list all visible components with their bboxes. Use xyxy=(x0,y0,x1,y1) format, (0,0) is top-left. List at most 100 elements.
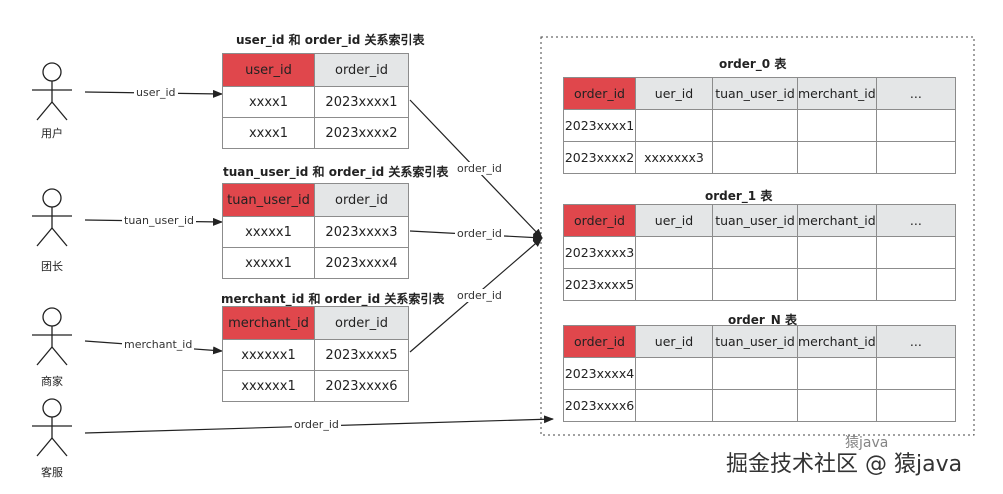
actor-leader-figure xyxy=(32,188,72,247)
order-table-n-header: tuan_user_id xyxy=(712,325,798,358)
order-table-cell xyxy=(712,389,798,422)
table-row: xxxx1 2023xxxx1 xyxy=(222,86,409,118)
watermark: 掘金技术社区 @ 猿java xyxy=(726,452,963,477)
index-table-cell: xxxxxx1 xyxy=(222,339,315,371)
edge-label-tuan-user-id: tuan_user_id xyxy=(122,214,197,227)
index-table-3-title: merchant_id 和 order_id 关系索引表 xyxy=(221,292,445,306)
index-table-cell: xxxxx1 xyxy=(222,247,315,279)
index-table-cell: 2023xxxx1 xyxy=(314,86,409,118)
shard-group-boundary xyxy=(540,36,975,436)
index-table-3-key-header: merchant_id xyxy=(222,306,315,340)
order-table-cell xyxy=(875,389,957,422)
edge-label-merchant-id: merchant_id xyxy=(122,338,195,351)
edge-label-order-id-1: order_id xyxy=(455,162,504,175)
order-table-0-header: uer_id xyxy=(635,77,713,110)
table-row: 2023xxxx3 xyxy=(563,236,957,269)
index-table-cell: xxxxxx1 xyxy=(222,370,315,402)
order-table-cell: 2023xxxx5 xyxy=(563,268,636,301)
order-table-0: order_id uer_id tuan_user_id merchant_id… xyxy=(563,77,957,174)
order-table-0-header: ... xyxy=(875,77,957,110)
order-table-1: order_id uer_id tuan_user_id merchant_id… xyxy=(563,204,957,301)
order-table-1-header: merchant_id xyxy=(797,204,877,237)
order-table-n-header: ... xyxy=(875,325,957,358)
table-row: xxxx1 2023xxxx2 xyxy=(222,117,409,149)
order-table-cell xyxy=(712,236,798,269)
edge-label-user-id: user_id xyxy=(134,86,178,99)
index-table-cell: 2023xxxx2 xyxy=(314,117,409,149)
actor-service-figure xyxy=(32,398,72,457)
order-table-1-header: tuan_user_id xyxy=(712,204,798,237)
order-table-n-title: order_N 表 xyxy=(728,313,798,327)
order-table-cell xyxy=(875,109,957,142)
order-table-cell xyxy=(797,109,877,142)
index-table-cell: 2023xxxx5 xyxy=(314,339,409,371)
order-table-cell xyxy=(712,268,798,301)
index-table-1-header: order_id xyxy=(314,53,409,87)
order-table-cell xyxy=(875,357,957,390)
table-row: xxxxx1 2023xxxx4 xyxy=(222,247,409,279)
order-table-cell: 2023xxxx4 xyxy=(563,357,636,390)
order-table-cell xyxy=(797,389,877,422)
order-table-cell xyxy=(712,141,798,174)
table-row: 2023xxxx1 xyxy=(563,109,957,142)
actor-service-label: 客服 xyxy=(41,466,63,479)
actor-merchant-label: 商家 xyxy=(41,375,63,388)
order-table-cell xyxy=(712,109,798,142)
table-row: xxxxxx1 2023xxxx6 xyxy=(222,370,409,402)
table-row: 2023xxxx5 xyxy=(563,268,957,301)
order-table-n-header: uer_id xyxy=(635,325,713,358)
index-table-2-header: order_id xyxy=(314,183,409,217)
order-table-0-key-header: order_id xyxy=(563,77,636,110)
table-row: 2023xxxx2 xxxxxxx3 xyxy=(563,141,957,174)
order-table-0-title: order_0 表 xyxy=(719,57,787,71)
index-table-1-title: user_id 和 order_id 关系索引表 xyxy=(236,33,425,47)
order-table-cell: 2023xxxx6 xyxy=(563,389,636,422)
order-table-cell xyxy=(635,389,713,422)
index-table-2-title: tuan_user_id 和 order_id 关系索引表 xyxy=(223,165,449,179)
index-table-2-key-header: tuan_user_id xyxy=(222,183,315,217)
index-table-cell: 2023xxxx4 xyxy=(314,247,409,279)
order-table-cell xyxy=(875,268,957,301)
order-table-cell xyxy=(797,141,877,174)
edge-label-order-id-2: order_id xyxy=(455,227,504,240)
order-table-cell xyxy=(635,236,713,269)
order-table-cell xyxy=(797,357,877,390)
table-row: xxxxx1 2023xxxx3 xyxy=(222,216,409,248)
edge-label-order-id-3: order_id xyxy=(455,289,504,302)
order-table-1-key-header: order_id xyxy=(563,204,636,237)
order-table-cell xyxy=(797,236,877,269)
watermark-secondary: 猿java xyxy=(845,435,889,451)
index-table-3-header: order_id xyxy=(314,306,409,340)
order-table-0-header: tuan_user_id xyxy=(712,77,798,110)
order-table-cell xyxy=(635,268,713,301)
table-row: xxxxxx1 2023xxxx5 xyxy=(222,339,409,371)
actor-user-figure xyxy=(32,62,72,121)
index-table-cell: xxxx1 xyxy=(222,117,315,149)
order-table-cell: xxxxxxx3 xyxy=(635,141,713,174)
table-row: 2023xxxx6 xyxy=(563,389,957,422)
order-table-cell: 2023xxxx3 xyxy=(563,236,636,269)
order-table-cell xyxy=(797,268,877,301)
order-table-cell xyxy=(712,357,798,390)
order-table-0-header: merchant_id xyxy=(797,77,877,110)
order-table-cell: 2023xxxx1 xyxy=(563,109,636,142)
order-table-1-header: ... xyxy=(875,204,957,237)
order-table-n-header: merchant_id xyxy=(797,325,877,358)
actor-merchant-figure xyxy=(32,307,72,366)
index-table-3: merchant_id order_id xxxxxx1 2023xxxx5 x… xyxy=(222,306,409,402)
order-table-cell xyxy=(875,236,957,269)
order-table-1-header: uer_id xyxy=(635,204,713,237)
order-table-n: order_id uer_id tuan_user_id merchant_id… xyxy=(563,325,957,422)
order-table-cell xyxy=(635,109,713,142)
order-table-cell xyxy=(635,357,713,390)
index-table-2: tuan_user_id order_id xxxxx1 2023xxxx3 x… xyxy=(222,183,409,279)
edge-label-order-id-service: order_id xyxy=(292,418,341,431)
index-table-cell: xxxx1 xyxy=(222,86,315,118)
actor-leader-label: 团长 xyxy=(41,260,63,273)
order-table-cell: 2023xxxx2 xyxy=(563,141,636,174)
index-table-1: user_id order_id xxxx1 2023xxxx1 xxxx1 2… xyxy=(222,53,409,149)
order-table-n-key-header: order_id xyxy=(563,325,636,358)
actor-user-label: 用户 xyxy=(41,127,63,140)
index-table-1-key-header: user_id xyxy=(222,53,315,87)
index-table-cell: 2023xxxx6 xyxy=(314,370,409,402)
